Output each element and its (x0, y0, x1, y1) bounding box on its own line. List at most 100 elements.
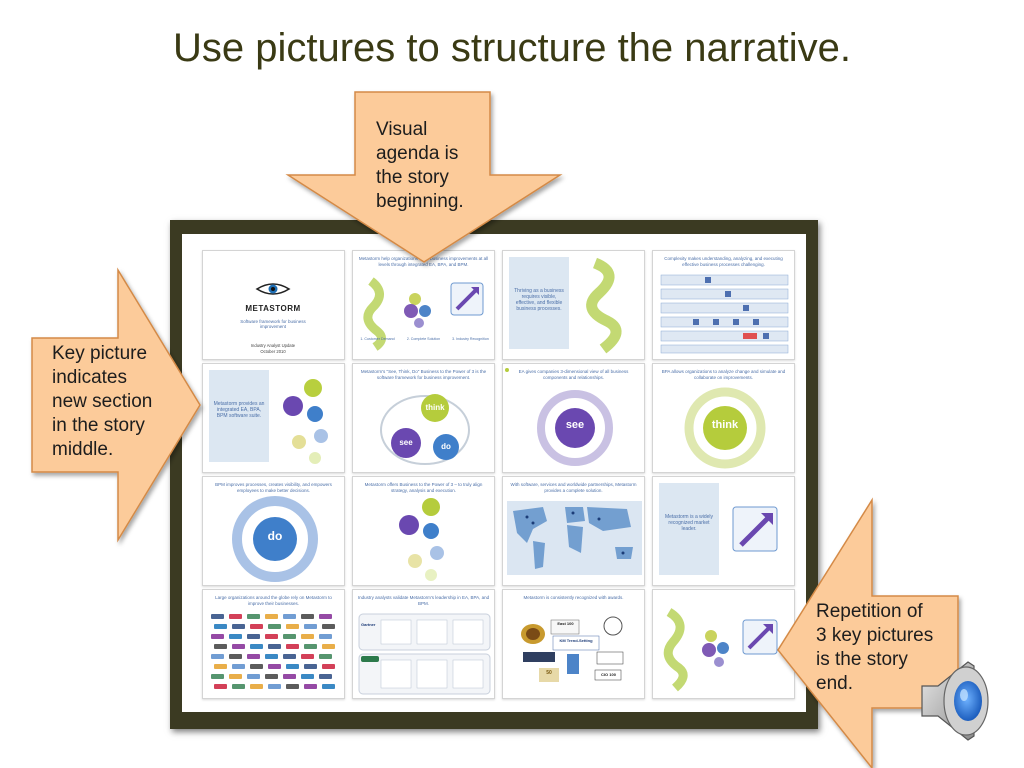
thumbnail-closing-slide[interactable] (652, 589, 795, 699)
customer-logo-tile (232, 624, 245, 629)
magic-quadrant-graphic (732, 506, 778, 552)
bubble-graphic (399, 498, 444, 581)
slide-caption: BPM improves processes, creates visibili… (215, 482, 332, 493)
thumbnail-agenda-slide[interactable]: Metastorm help organizations drive busin… (352, 250, 495, 360)
award-cio-100: CIO 100 (601, 672, 616, 677)
agenda-label-3: 3. Industry Recognition (452, 337, 489, 341)
customer-logo-tile (286, 644, 299, 649)
customer-logo-tile (304, 664, 317, 669)
closing-graphic (663, 608, 778, 692)
storyboard-frame: METASTORM Software framework for busines… (170, 220, 818, 729)
subtitle-line-1: Industry Analyst Update (250, 343, 296, 348)
left-callout-line-1: Key picture (52, 343, 148, 364)
customer-logo-tile (322, 644, 335, 649)
customer-logo-tile (214, 684, 227, 689)
eye-logo-icon (255, 283, 291, 295)
storyboard-canvas: METASTORM Software framework for busines… (182, 234, 806, 712)
customer-logo-tile (286, 664, 299, 669)
customer-logo-tile (268, 664, 281, 669)
customer-logo-tile (229, 674, 242, 679)
metastorm-logo: METASTORM Software framework for busines… (233, 281, 313, 354)
customer-logo-tile (268, 624, 281, 629)
customer-logos-graphic (211, 614, 335, 689)
thumbnail-complexity-slide[interactable]: Complexity makes understanding, analyzin… (652, 250, 795, 360)
customer-logo-tile (322, 684, 335, 689)
customer-logo-tile (283, 614, 296, 619)
slide-caption: With software, services and worldwide pa… (510, 482, 637, 493)
customer-logo-tile (232, 684, 245, 689)
customer-logo-tile (322, 664, 335, 669)
side-panel-text: Metastorm is a widely recognized market … (664, 514, 714, 533)
slide-side-panel: Metastorm is a widely recognized market … (659, 483, 719, 575)
customer-logo-tile (265, 674, 278, 679)
bpm-ring-graphic (232, 496, 318, 582)
awards-graphic (521, 616, 624, 682)
customer-logo-tile (319, 674, 332, 679)
do-bubble: do (253, 517, 297, 561)
thumbnail-worldwide-slide[interactable]: With software, services and worldwide pa… (502, 476, 645, 586)
thumbnail-ea-slide[interactable]: EA gives companies 3-dimensional view of… (502, 363, 645, 473)
process-diagram (660, 274, 789, 354)
customer-logo-tile (250, 664, 263, 669)
award-east-100: East 100 (557, 621, 574, 626)
slide-caption: Metastorm's "See, Think, Do" Business to… (360, 369, 487, 380)
customer-logo-tile (232, 644, 245, 649)
customer-logo-tile (304, 624, 317, 629)
see-bubble: see (555, 408, 595, 448)
right-callout-line-3: is the story (816, 649, 908, 670)
ea-ring-graphic (505, 368, 613, 466)
thumbnail-thriving-slide[interactable]: Thriving as a business requires visible,… (502, 250, 645, 360)
customer-logo-tile (301, 614, 314, 619)
left-callout-line-2: indicates (52, 367, 127, 388)
slide-side-panel: Metastorm provides an integrated EA, BPA… (209, 370, 269, 462)
customer-logo-tile (319, 614, 332, 619)
customer-logo-tile (268, 684, 281, 689)
bubble-graphic (283, 379, 328, 464)
top-callout-line-1: Visual (376, 119, 428, 140)
customer-logo-tile (283, 674, 296, 679)
award-50: 50 (546, 670, 552, 676)
customer-logo-tile (214, 624, 227, 629)
slide-caption: Large organizations around the globe rel… (215, 595, 332, 606)
agenda-label-2: 2. Complete Solution (406, 337, 441, 341)
thumbnail-customers-slide[interactable]: Large organizations around the globe rel… (202, 589, 345, 699)
thumbnail-bpa-slide[interactable]: BPA allows organizations to analyze chan… (652, 363, 795, 473)
customer-logo-tile (247, 654, 260, 659)
thumbnail-awards-slide[interactable]: Metastorm is consistently recognized wit… (502, 589, 645, 699)
customer-logo-tile (301, 654, 314, 659)
slide-caption: Industry analysts validate Metastorm's l… (357, 595, 490, 606)
customer-logo-tile (250, 624, 263, 629)
customer-logo-tile (268, 644, 281, 649)
thumbnail-power-of-3-slide[interactable]: Metastorm offers Business to the Power o… (352, 476, 495, 586)
world-map-graphic (507, 501, 642, 575)
customer-logo-tile (301, 674, 314, 679)
logo-tagline: Software framework for business improvem… (240, 319, 306, 329)
thumbnail-analysts-slide[interactable]: Industry analysts validate Metastorm's l… (352, 589, 495, 699)
gartner-label: Gartner (361, 622, 376, 627)
logo-wordmark: METASTORM (245, 304, 301, 313)
slide-caption: EA gives companies 3-dimensional view of… (518, 369, 629, 380)
right-callout-line-2: 3 key pictures (816, 625, 934, 646)
customer-logo-tile (301, 634, 314, 639)
left-callout-line-3: new section (52, 391, 153, 412)
left-callout-line-4: in the story (52, 415, 145, 436)
customer-logo-tile (265, 654, 278, 659)
customer-logo-tile (322, 624, 335, 629)
thumbnail-bpm-slide[interactable]: BPM improves processes, creates visibili… (202, 476, 345, 586)
speaker-icon[interactable] (918, 656, 1006, 746)
thumbnail-grid: METASTORM Software framework for busines… (202, 250, 798, 702)
agenda-label-1: 1. Customer Demand (360, 337, 395, 341)
slide-caption: BPA allows organizations to analyze chan… (661, 369, 786, 380)
customer-logo-tile (283, 634, 296, 639)
thumbnail-suite-slide[interactable]: Metastorm provides an integrated EA, BPA… (202, 363, 345, 473)
right-callout-line-1: Repetition of (816, 601, 923, 622)
thumbnail-title-slide[interactable]: METASTORM Software framework for busines… (202, 250, 345, 360)
customer-logo-tile (304, 684, 317, 689)
thumbnail-market-leader-slide[interactable]: Metastorm is a widely recognized market … (652, 476, 795, 586)
customer-logo-tile (211, 674, 224, 679)
customer-logo-tile (265, 614, 278, 619)
subtitle-line-2: October 2010 (260, 349, 286, 354)
side-panel-text: Thriving as a business requires visible,… (514, 288, 564, 313)
thumbnail-see-think-do-slide[interactable]: Metastorm's "See, Think, Do" Business to… (352, 363, 495, 473)
customer-logo-tile (319, 654, 332, 659)
